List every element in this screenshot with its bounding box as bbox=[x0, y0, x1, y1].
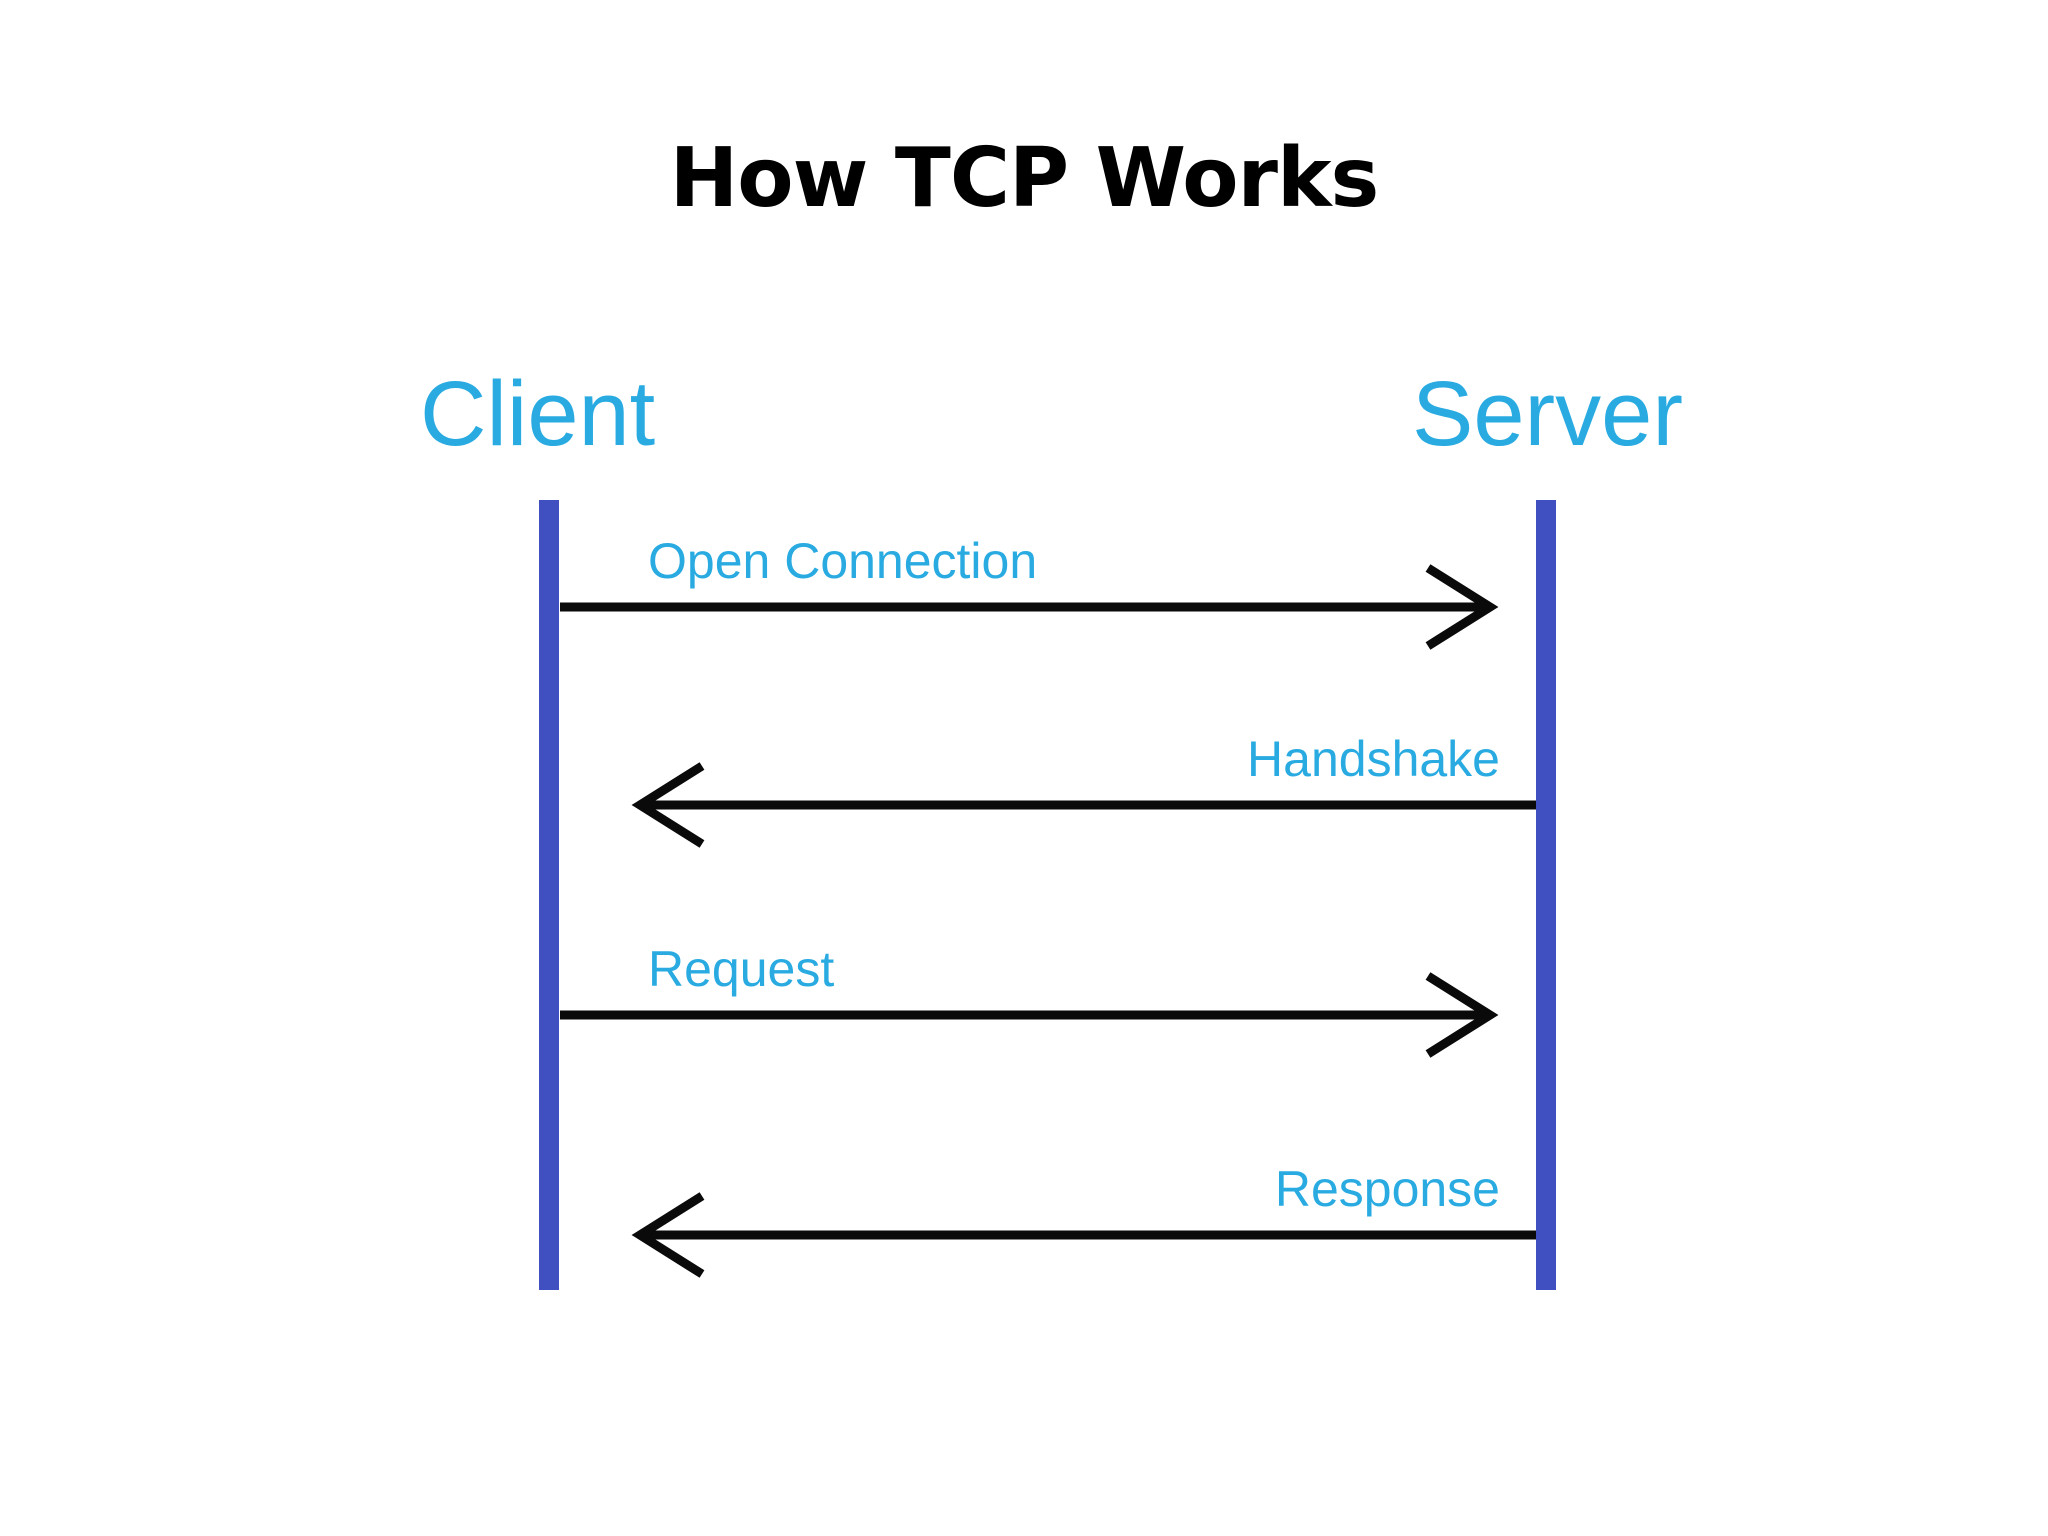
lifeline-client bbox=[539, 500, 559, 1290]
message-label-handshake: Handshake bbox=[1247, 731, 1500, 787]
arrow-request-icon bbox=[560, 972, 1499, 1058]
message-row-open-connection: Open Connection bbox=[0, 530, 2048, 670]
actor-label-client: Client bbox=[420, 363, 656, 465]
arrow-open-connection-icon bbox=[560, 564, 1499, 650]
message-label-request: Request bbox=[648, 941, 835, 997]
arrow-handshake-icon bbox=[631, 762, 1536, 848]
message-row-request: Request bbox=[0, 938, 2048, 1078]
lifeline-server bbox=[1536, 500, 1556, 1290]
message-label-response: Response bbox=[1274, 1161, 1500, 1217]
page-title: How TCP Works bbox=[669, 131, 1380, 226]
arrow-response-icon bbox=[631, 1192, 1536, 1278]
actor-label-server: Server bbox=[1412, 363, 1683, 465]
message-row-response: Response bbox=[0, 1158, 2048, 1298]
message-label-open-connection: Open Connection bbox=[648, 533, 1038, 589]
message-row-handshake: Handshake bbox=[0, 728, 2048, 868]
